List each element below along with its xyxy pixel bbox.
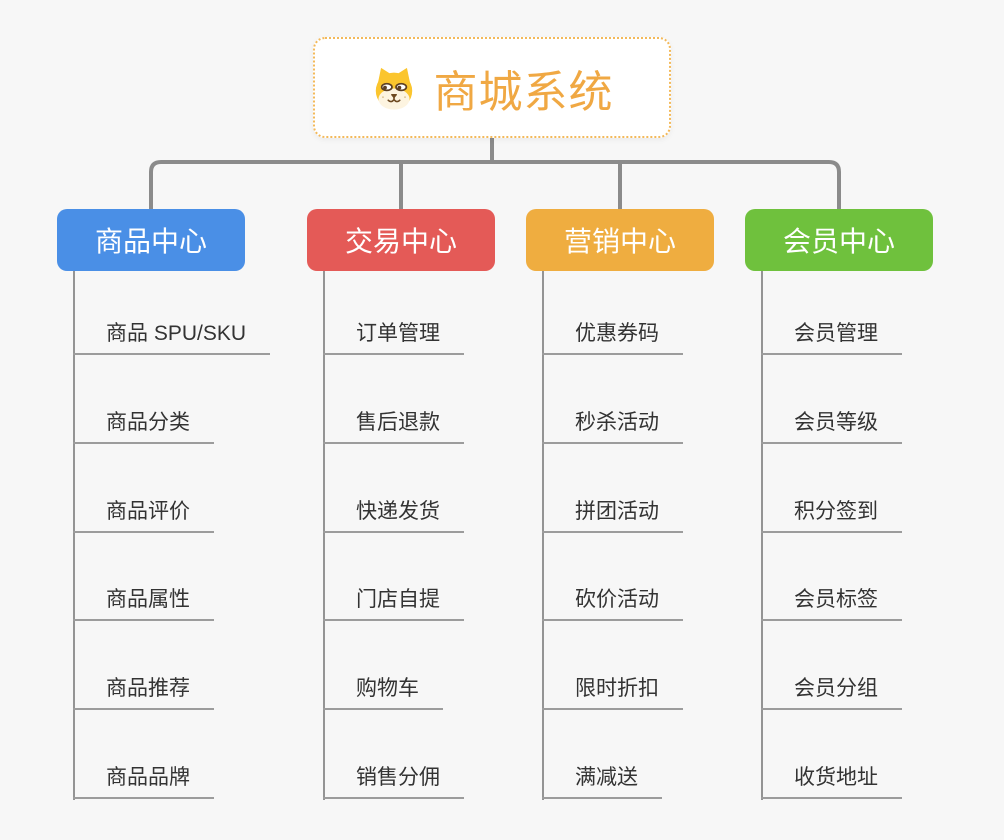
branch-spine xyxy=(323,271,325,800)
member-center-column: 会员管理 会员等级 积分签到 会员标签 会员分组 收货地址 xyxy=(761,271,991,802)
marketing-center-column: 优惠券码 秒杀活动 拼团活动 砍价活动 限时折扣 满减送 xyxy=(542,271,772,802)
subtopic[interactable]: 销售分佣 xyxy=(323,761,464,799)
subtopic[interactable]: 购物车 xyxy=(323,672,443,710)
subtopic[interactable]: 积分签到 xyxy=(761,495,902,533)
branch-bus-line xyxy=(149,160,841,209)
branch-trade-center[interactable]: 交易中心 xyxy=(307,209,495,271)
subtopic[interactable]: 秒杀活动 xyxy=(542,406,683,444)
subtopic[interactable]: 商品属性 xyxy=(73,583,214,621)
subtopic[interactable]: 拼团活动 xyxy=(542,495,683,533)
branch-spine xyxy=(73,271,75,800)
trade-center-column: 订单管理 售后退款 快递发货 门店自提 购物车 销售分佣 xyxy=(323,271,553,802)
subtopic[interactable]: 快递发货 xyxy=(323,495,464,533)
subtopic[interactable]: 限时折扣 xyxy=(542,672,683,710)
subtopic[interactable]: 售后退款 xyxy=(323,406,464,444)
branch-marketing-center[interactable]: 营销中心 xyxy=(526,209,714,271)
subtopic[interactable]: 订单管理 xyxy=(323,317,464,355)
subtopic[interactable]: 满减送 xyxy=(542,761,662,799)
dog-face-icon xyxy=(371,65,417,111)
root-topic-title: 商城系统 xyxy=(433,67,614,117)
branch-spine xyxy=(761,271,763,800)
subtopic[interactable]: 会员等级 xyxy=(761,406,902,444)
branch-label: 商品中心 xyxy=(94,226,207,257)
branch-label: 交易中心 xyxy=(344,226,457,257)
subtopic[interactable]: 会员管理 xyxy=(761,317,902,355)
branch-member-center[interactable]: 会员中心 xyxy=(745,209,933,271)
subtopic[interactable]: 商品分类 xyxy=(73,406,214,444)
subtopic[interactable]: 商品品牌 xyxy=(73,761,214,799)
subtopic[interactable]: 商品推荐 xyxy=(73,672,214,710)
subtopic[interactable]: 砍价活动 xyxy=(542,583,683,621)
subtopic[interactable]: 会员分组 xyxy=(761,672,902,710)
branch-product-center[interactable]: 商品中心 xyxy=(57,209,245,271)
subtopic[interactable]: 商品 SPU/SKU xyxy=(73,317,271,355)
subtopic[interactable]: 会员标签 xyxy=(761,583,902,621)
subtopic[interactable]: 优惠券码 xyxy=(542,317,683,355)
branch-label: 营销中心 xyxy=(563,226,676,257)
branch-label: 会员中心 xyxy=(782,226,895,257)
branch-spine xyxy=(542,271,544,800)
product-center-column: 商品 SPU/SKU 商品分类 商品评价 商品属性 商品推荐 商品品牌 xyxy=(73,271,303,802)
root-topic[interactable]: 商城系统 xyxy=(313,37,671,138)
subtopic[interactable]: 门店自提 xyxy=(323,583,464,621)
subtopic[interactable]: 商品评价 xyxy=(73,495,214,533)
subtopic[interactable]: 收货地址 xyxy=(761,761,902,799)
